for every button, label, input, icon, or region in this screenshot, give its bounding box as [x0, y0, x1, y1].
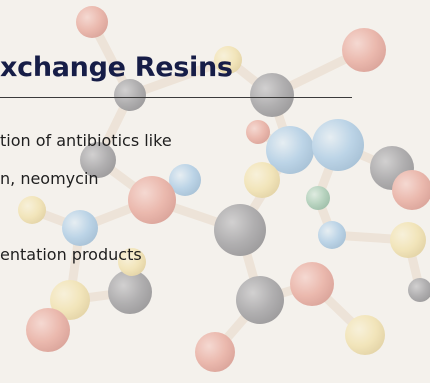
slide-title: xchange Resins: [0, 52, 233, 83]
bullet-line-1: tion of antibiotics like: [0, 131, 172, 150]
title-underline: [0, 97, 352, 98]
bullet-line-3: entation products: [0, 245, 142, 264]
bullet-line-2: n, neomycin: [0, 169, 99, 188]
